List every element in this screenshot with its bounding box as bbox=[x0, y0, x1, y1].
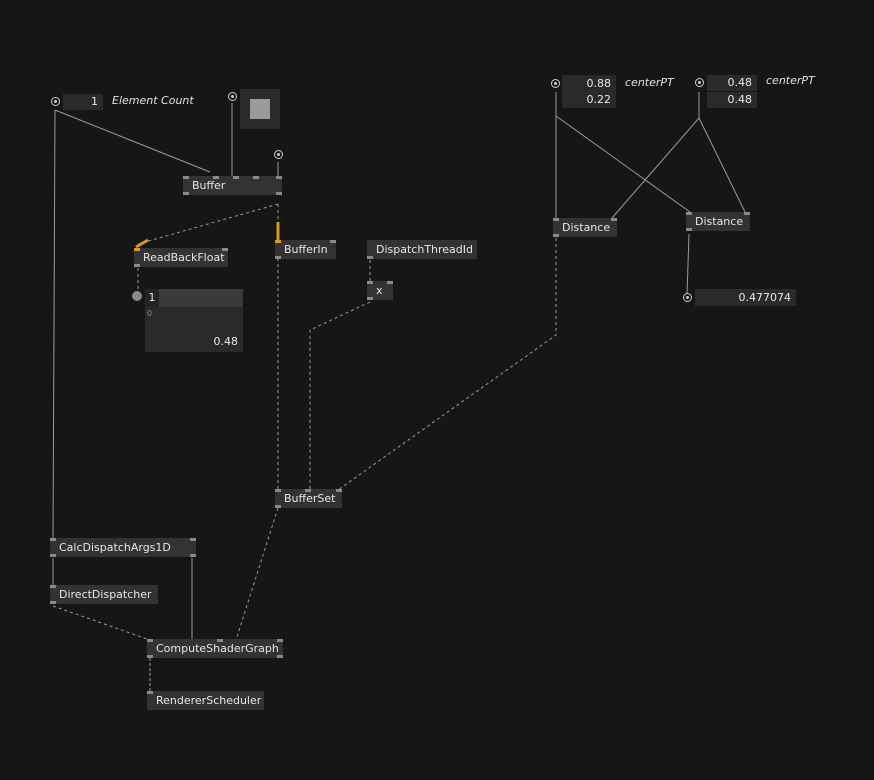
color-swatch-icon bbox=[250, 99, 270, 119]
node-computeshadergraph-label: ComputeShaderGraph bbox=[156, 642, 279, 655]
wire bbox=[52, 109, 56, 541]
wire bbox=[235, 507, 279, 641]
wire bbox=[555, 115, 691, 213]
bang-icon[interactable] bbox=[51, 97, 60, 106]
wire bbox=[337, 238, 557, 491]
node-rendererscheduler[interactable]: RendererScheduler bbox=[147, 691, 264, 710]
node-buffer-label: Buffer bbox=[192, 179, 226, 192]
readback-value: 0.48 bbox=[213, 335, 239, 348]
node-readbackfloat[interactable]: ReadBackFloat bbox=[134, 248, 228, 267]
centerpt1-y[interactable]: 0.22 bbox=[562, 92, 616, 108]
node-directdispatcher-label: DirectDispatcher bbox=[59, 588, 152, 601]
centerpt2-label: centerPT bbox=[766, 74, 815, 87]
node-distance-1[interactable]: Distance bbox=[553, 218, 617, 237]
bang-icon[interactable] bbox=[683, 293, 692, 302]
wire bbox=[137, 203, 279, 245]
node-buffer[interactable]: Buffer bbox=[183, 176, 282, 195]
node-computeshadergraph[interactable]: ComputeShaderGraph bbox=[147, 639, 283, 658]
output-pin-icon[interactable] bbox=[132, 291, 142, 301]
element-count-label: Element Count bbox=[112, 94, 194, 107]
readback-row-index: 0 bbox=[147, 309, 153, 318]
centerpt1-label: centerPT bbox=[625, 76, 674, 89]
element-count-iobox[interactable]: 1 bbox=[63, 94, 103, 110]
node-directdispatcher[interactable]: DirectDispatcher bbox=[50, 585, 158, 604]
node-x[interactable]: x bbox=[367, 281, 393, 300]
wire bbox=[309, 301, 371, 490]
node-dispatchthreadid-label: DispatchThreadId bbox=[376, 243, 474, 256]
node-bufferin-label: BufferIn bbox=[284, 243, 328, 256]
node-bufferset-label: BufferSet bbox=[284, 492, 336, 505]
node-readbackfloat-label: ReadBackFloat bbox=[143, 251, 225, 264]
centerpt2-y[interactable]: 0.48 bbox=[707, 92, 757, 108]
centerpt2-x[interactable]: 0.48 bbox=[707, 75, 757, 91]
wire bbox=[52, 605, 151, 641]
node-distance-2-label: Distance bbox=[695, 215, 744, 228]
bang-icon[interactable] bbox=[695, 78, 704, 87]
node-distance-1-label: Distance bbox=[562, 221, 611, 234]
node-rendererscheduler-label: RendererScheduler bbox=[156, 694, 262, 707]
readback-spread-iobox[interactable]: 1 0 0.48 bbox=[145, 289, 243, 352]
wire bbox=[54, 109, 211, 173]
node-calcdispatchargs1d-label: CalcDispatchArgs1D bbox=[59, 541, 171, 554]
wire bbox=[686, 233, 690, 296]
centerpt1-x[interactable]: 0.88 bbox=[562, 75, 616, 92]
node-dispatchthreadid[interactable]: DispatchThreadId bbox=[367, 240, 477, 259]
bang-icon[interactable] bbox=[551, 79, 560, 88]
wire bbox=[611, 117, 700, 219]
wire bbox=[698, 117, 746, 213]
node-x-label: x bbox=[376, 284, 383, 297]
node-calcdispatchargs1d[interactable]: CalcDispatchArgs1D bbox=[50, 538, 196, 557]
node-distance-2[interactable]: Distance bbox=[686, 212, 750, 231]
readback-index: 1 bbox=[145, 289, 159, 307]
bang-icon[interactable] bbox=[274, 150, 283, 159]
distance-result-iobox[interactable]: 0.477074 bbox=[695, 289, 796, 306]
bang-icon[interactable] bbox=[228, 92, 237, 101]
node-bufferin[interactable]: BufferIn bbox=[275, 240, 336, 259]
wire-highlight bbox=[135, 238, 149, 249]
node-bufferset[interactable]: BufferSet bbox=[275, 489, 342, 508]
color-swatch[interactable] bbox=[240, 89, 280, 129]
